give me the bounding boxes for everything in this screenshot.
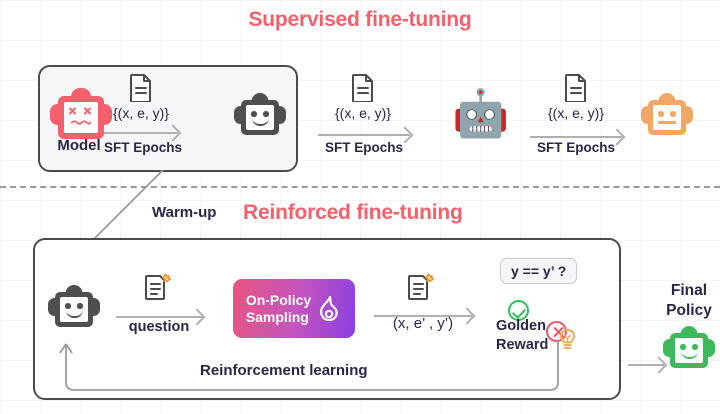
memo-pin-icon	[143, 272, 173, 307]
sample-output-arrow	[374, 315, 472, 317]
golden-reward-label: Golden Reward	[496, 317, 548, 355]
sft-arrow-1	[104, 132, 178, 134]
check-circle-icon	[508, 300, 529, 321]
model-label: Model	[57, 137, 101, 154]
reward-condition-badge: y == y’ ?	[500, 258, 578, 284]
document-icon	[352, 74, 374, 107]
sft-tuple-3: {(x, e, y)}	[547, 105, 605, 121]
flame-icon	[320, 295, 338, 321]
lightbulb-icon	[558, 328, 577, 357]
final-policy-line-2: Policy	[666, 302, 712, 319]
squiggle-mouth-icon	[70, 120, 92, 125]
document-icon	[130, 74, 152, 107]
sample-output-tuple: (x, e’ , y’)	[392, 315, 454, 332]
sft-tuple-2: {(x, e, y)}	[334, 105, 392, 121]
orange-robot-icon	[641, 93, 693, 137]
broken-robot-icon	[50, 88, 112, 141]
sft-arrow-3	[530, 136, 622, 138]
sft-caption-3: SFT Epochs	[536, 140, 615, 155]
memo-pin-icon	[406, 272, 436, 307]
rft-section-title: Reinforced fine-tuning	[243, 201, 463, 224]
question-caption: question	[128, 319, 190, 335]
golden-reward-line-2: Reward	[496, 337, 549, 353]
gray-robot-icon	[234, 93, 286, 137]
reinforcement-learning-loop-arrow	[59, 340, 559, 391]
final-policy-line-1: Final	[670, 282, 708, 299]
warmup-label: Warm-up	[152, 204, 217, 221]
document-icon	[565, 74, 587, 107]
on-policy-sampling-box[interactable]: On-Policy Sampling	[233, 279, 355, 338]
sft-caption-1: SFT Epochs	[104, 140, 183, 155]
section-divider	[0, 186, 720, 188]
policy-robot-icon	[48, 285, 100, 329]
sft-section-title: Supervised fine-tuning	[248, 8, 472, 31]
cross-circle-icon	[546, 321, 567, 342]
golden-reward-line-1: Golden	[496, 318, 546, 334]
on-policy-line-1: On-Policy	[245, 291, 312, 308]
sft-tuple-1: {(x, e, y)}	[112, 105, 170, 121]
final-policy-label: Final Policy	[658, 281, 720, 321]
final-policy-arrow	[628, 364, 664, 366]
sft-caption-2: SFT Epochs	[324, 140, 403, 155]
question-arrow	[116, 316, 202, 318]
robot-emoji-icon: 🤖	[452, 87, 510, 139]
on-policy-line-2: Sampling	[245, 308, 309, 325]
green-robot-icon	[663, 326, 715, 370]
reinforcement-learning-label: Reinforcement learning	[200, 362, 368, 379]
sft-arrow-2	[318, 134, 410, 136]
